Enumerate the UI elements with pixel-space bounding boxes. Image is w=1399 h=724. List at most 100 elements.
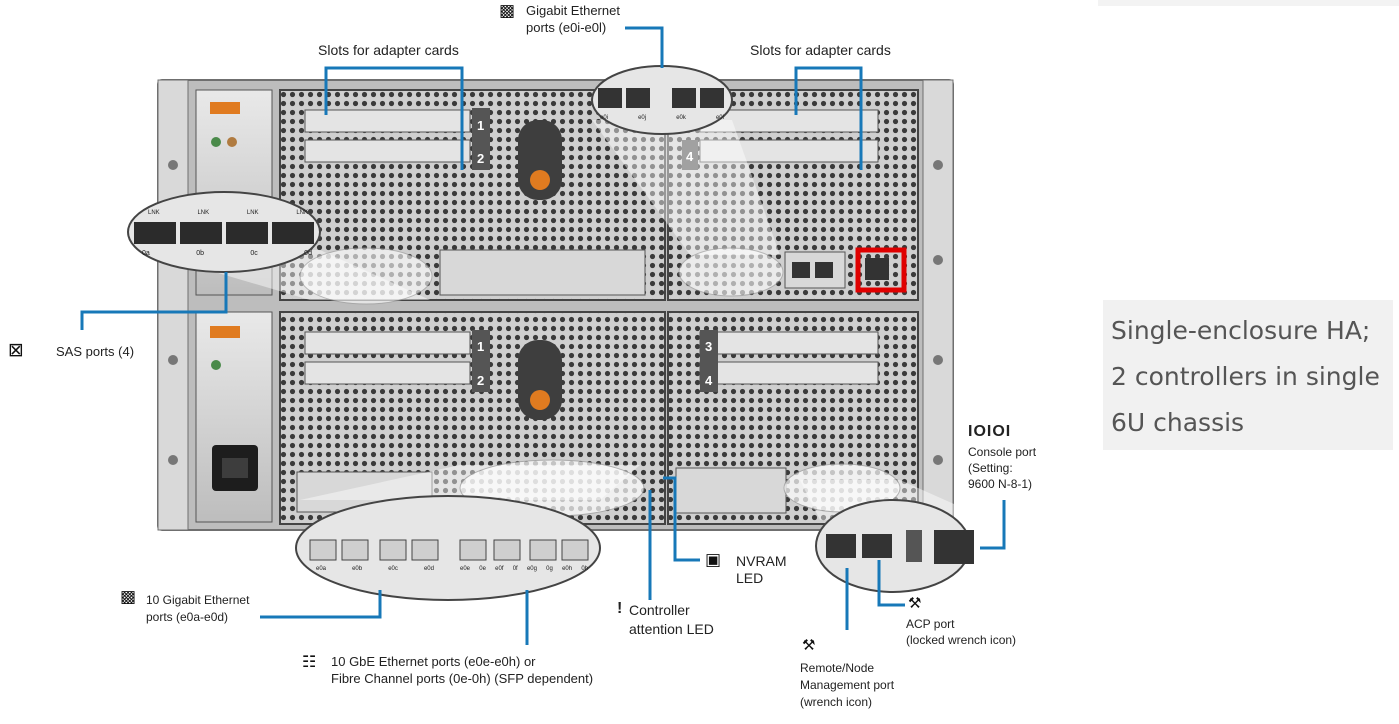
- label-line: Management port: [800, 678, 895, 692]
- tengbe-port-label: e0h: [562, 566, 573, 572]
- label-slots-left: Slots for adapter cards: [318, 42, 459, 58]
- gigabit-port-label: e0i: [600, 115, 609, 121]
- callout-sas: [80, 272, 228, 330]
- tengbe-port-labels: e0e 0e e0f 0f e0g 0g e0h 0h: [460, 566, 588, 573]
- wrench-icon: ⚒: [802, 636, 816, 654]
- label-line: ports (e0a-e0d): [146, 610, 229, 624]
- slot-number: 2: [477, 151, 485, 166]
- controller-symbol: !: [617, 600, 623, 617]
- caption-panel: Single-enclosure HA; 2 controllers in si…: [1103, 300, 1393, 450]
- fibre-channel-icon: ☷: [302, 652, 317, 671]
- slot-card-1: [304, 109, 471, 133]
- gigabit-port-label: e0k: [676, 115, 686, 121]
- tengbe-port-label: 0f: [512, 566, 518, 572]
- label-remote-management: Remote/Node Management port (wrench icon…: [800, 660, 894, 711]
- label-10gbe-fc: 10 GbE Ethernet ports (e0e-e0h) or Fibre…: [331, 653, 593, 687]
- slot-number: 3: [705, 339, 713, 354]
- callout-10g: [260, 590, 382, 619]
- label-line: NVRAM: [736, 553, 787, 569]
- console-symbol: IOIOI: [968, 423, 1012, 440]
- slot-number: 1: [477, 118, 485, 133]
- label-line: Console port: [968, 445, 1037, 459]
- slot-number: 2: [477, 373, 485, 388]
- ethernet-icon: ▩: [120, 587, 137, 607]
- ten-gig-port-labels: e0a e0b e0c e0d: [316, 566, 434, 573]
- callout-lines: [80, 26, 1006, 645]
- gigabit-port-labels: e0i e0j e0k e0l: [600, 115, 724, 122]
- bottom-ge-strip: [675, 467, 787, 514]
- ten-gig-port-label: e0a: [316, 566, 327, 572]
- slot-number: 4: [705, 373, 713, 388]
- label-line: Fibre Channel ports (0e-0h) (SFP depende…: [331, 671, 594, 686]
- ghost-oval-sas-top: [299, 247, 433, 305]
- callout-slots-left: [324, 66, 464, 170]
- nvram-chip-icon: ▣: [705, 550, 722, 570]
- gigabit-port-label: e0l: [715, 115, 724, 121]
- highlight-box: [855, 247, 907, 293]
- caption-text: Single-enclosure HA; 2 controllers in si…: [1111, 316, 1380, 437]
- slot-number: 1: [477, 339, 485, 354]
- label-line: Remote/Node: [800, 661, 875, 675]
- label-acp-port: ACP port (locked wrench icon): [906, 616, 1016, 648]
- sas-link-label: LNK: [148, 210, 160, 216]
- locked-wrench-icon: ⚒: [908, 594, 922, 612]
- label-line: LED: [736, 570, 764, 586]
- label-line: attention LED: [629, 621, 714, 637]
- sas-port-label: 0c: [250, 250, 258, 257]
- label-nvram-led: NVRAM LED: [736, 553, 787, 587]
- slot-card-2: [304, 139, 471, 163]
- label-line: Gigabit Ethernet: [526, 3, 620, 18]
- label-line: (locked wrench icon): [906, 633, 1017, 647]
- top-console-port: [865, 258, 889, 280]
- cam-handle-top: [518, 120, 562, 200]
- cam-handle-bottom: [518, 340, 562, 420]
- sas-port-label: 0b: [196, 250, 204, 257]
- top-rule: [1098, 0, 1399, 6]
- label-line: (wrench icon): [800, 695, 873, 709]
- label-line: 9600 N-8-1): [968, 477, 1033, 491]
- tengbe-port-label: e0f: [495, 566, 504, 572]
- callout-slots-right: [794, 66, 863, 170]
- callout-gigabit: [625, 26, 664, 68]
- sas-port-label: 0a: [142, 250, 150, 257]
- sas-port-labels: 0a 0b 0c 0d: [142, 250, 312, 258]
- sas-port-label: 0d: [304, 250, 312, 257]
- callout-nvram: [663, 476, 700, 562]
- label-line: (Setting:: [968, 461, 1013, 475]
- zoom-gigabit-ethernet: [591, 65, 780, 255]
- sas-link-label: LNK: [296, 210, 308, 216]
- label-controller-attention: Controller attention LED: [629, 601, 714, 639]
- tengbe-port-label: 0e: [479, 566, 486, 572]
- gigabit-port-label: e0j: [638, 115, 647, 121]
- label-console-port: Console port (Setting: 9600 N-8-1): [968, 444, 1036, 492]
- sas-icon: ⊠: [8, 339, 24, 361]
- sas-link-label: LNK: [246, 210, 259, 216]
- ten-gig-port-label: e0b: [352, 566, 363, 572]
- ten-gig-port-label: e0d: [423, 566, 434, 572]
- tengbe-port-label: e0e: [460, 566, 471, 572]
- label-line: 10 GbE Ethernet ports (e0e-e0h) or: [331, 654, 536, 669]
- slot-number: 4: [686, 149, 694, 164]
- zoom-management-ports: [783, 463, 990, 593]
- label-line: ports (e0i-e0l): [526, 20, 607, 35]
- label-line: 10 Gigabit Ethernet: [146, 593, 250, 607]
- label-slots-right: Slots for adapter cards: [750, 42, 891, 58]
- ten-gig-port-label: e0c: [388, 566, 398, 572]
- callout-acp: [877, 560, 905, 607]
- label-line: ACP port: [906, 617, 955, 631]
- sas-link-labels: LNK LNK LNK LNK: [148, 210, 308, 217]
- sas-link-label: LNK: [197, 210, 210, 216]
- tengbe-port-label: e0g: [526, 566, 537, 572]
- ethernet-icon: ▩: [499, 1, 516, 21]
- label-line: Controller: [629, 602, 690, 618]
- label-gigabit-ethernet: Gigabit Ethernet ports (e0i-e0l): [526, 2, 620, 36]
- tengbe-port-label: 0g: [546, 566, 553, 572]
- ghost-oval-ge-top: [678, 247, 784, 297]
- label-sas-ports: SAS ports (4): [56, 344, 135, 359]
- tengbe-port-label: 0h: [581, 566, 588, 572]
- top-io-strip-left: [439, 249, 646, 296]
- label-10g-ethernet: 10 Gigabit Ethernet ports (e0a-e0d): [146, 592, 249, 626]
- slot-card-4: [699, 139, 879, 163]
